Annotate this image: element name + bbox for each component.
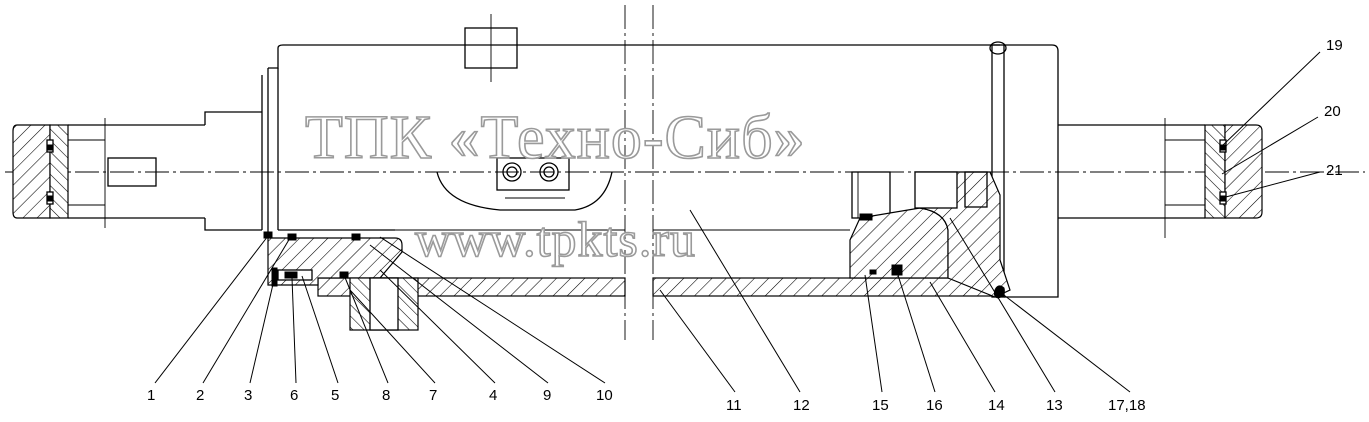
label-19: 19: [1326, 37, 1343, 54]
right-rod-eye: [1058, 118, 1263, 238]
label-13: 13: [1046, 397, 1063, 414]
label-4: 4: [489, 387, 497, 404]
part-labels: 1 2 3 6 5 8 7 4 9 10 11 12 15 16 14 13 1…: [147, 37, 1343, 414]
label-12: 12: [793, 397, 810, 414]
label-15: 15: [872, 397, 889, 414]
label-3: 3: [244, 387, 252, 404]
label-17-18: 17,18: [1108, 397, 1146, 414]
label-21: 21: [1326, 162, 1343, 179]
leader-lines: [154, 51, 1321, 393]
label-20: 20: [1324, 103, 1341, 120]
label-10: 10: [596, 387, 613, 404]
label-11: 11: [726, 397, 742, 414]
label-1: 1: [147, 387, 155, 404]
label-8: 8: [382, 387, 390, 404]
left-rod-eye: [12, 118, 106, 228]
label-7: 7: [429, 387, 437, 404]
label-14: 14: [988, 397, 1005, 414]
label-16: 16: [926, 397, 943, 414]
watermark-line1: ТПК «Техно-Сиб»: [305, 104, 806, 172]
label-2: 2: [196, 387, 204, 404]
watermark-line2: www.tpkts.ru: [415, 211, 696, 267]
watermark: ТПК «Техно-Сиб» www.tpkts.ru: [304, 103, 806, 268]
piston: [849, 171, 1011, 299]
cylinder-body: [261, 14, 1059, 298]
label-9: 9: [543, 387, 551, 404]
label-5: 5: [331, 387, 339, 404]
piston-rod: [68, 111, 262, 231]
label-6: 6: [290, 387, 298, 404]
center-axes: [5, 5, 1365, 340]
